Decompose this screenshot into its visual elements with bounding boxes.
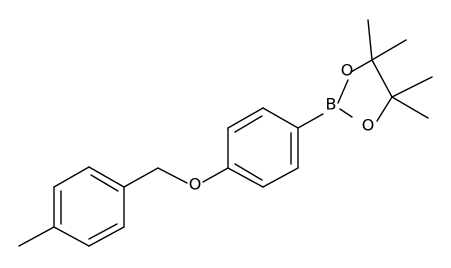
- oxygen-ether-label: O: [189, 175, 202, 194]
- bond: [227, 167, 264, 188]
- bond: [88, 223, 118, 240]
- phenyl-ring: [227, 107, 299, 188]
- tolyl-ring: [18, 166, 125, 247]
- oxygen-bottom-atom: O: [362, 116, 375, 135]
- bond: [202, 167, 229, 183]
- bond: [376, 96, 393, 122]
- bond: [234, 115, 263, 133]
- bond: [262, 107, 299, 129]
- bond: [339, 108, 353, 118]
- bond: [391, 76, 433, 98]
- oxygen-ether-atom: O: [189, 175, 202, 194]
- bond: [157, 167, 188, 184]
- pinacol-ring: [337, 19, 433, 122]
- bond: [90, 174, 119, 192]
- oxygen-bottom-label: O: [362, 116, 375, 135]
- oxygen-top-label: O: [341, 61, 354, 80]
- bond: [297, 113, 324, 129]
- bond: [391, 96, 429, 119]
- bond: [88, 166, 125, 188]
- bond: [371, 59, 393, 98]
- boron-atom: B: [326, 95, 337, 114]
- bond: [234, 163, 263, 181]
- bond: [123, 167, 159, 188]
- bond: [88, 226, 125, 247]
- oxygen-top-atom: O: [341, 61, 354, 80]
- bond: [262, 167, 299, 188]
- bond: [337, 79, 349, 104]
- bond: [18, 226, 55, 247]
- bond: [371, 39, 407, 61]
- boron-label: B: [326, 95, 337, 114]
- bond: [53, 166, 90, 188]
- bond: [227, 107, 264, 129]
- bond: [53, 226, 90, 247]
- bond: [367, 19, 373, 61]
- bond: [350, 59, 373, 73]
